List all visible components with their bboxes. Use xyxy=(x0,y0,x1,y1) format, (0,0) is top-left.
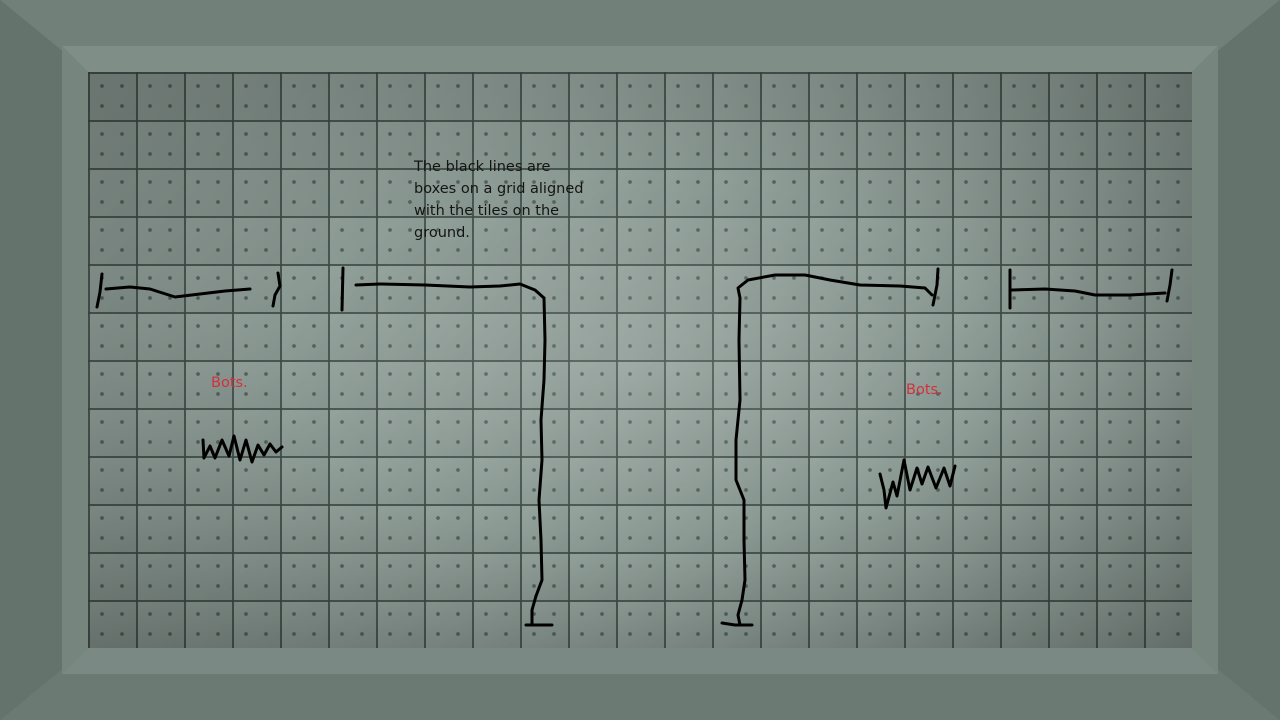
grid-note: The black lines are boxes on a grid alig… xyxy=(414,159,584,241)
tiled-floor xyxy=(88,72,1192,648)
right-wall-trim xyxy=(1192,46,1218,674)
left-wall-trim xyxy=(62,46,88,674)
bottom-wall-trim xyxy=(62,648,1218,674)
box-line-right-t-post xyxy=(931,267,940,307)
box-line-right-horizontal xyxy=(1010,287,1167,297)
bots-label-left: Bots. xyxy=(211,375,248,391)
box-line-left-t-post xyxy=(340,266,345,312)
box-line-left-t-stem xyxy=(530,296,547,627)
box-line-left-horizontal xyxy=(104,285,252,299)
box-line-right-t-foot xyxy=(720,621,754,627)
box-line-right-t-top xyxy=(736,273,934,300)
bots-scribble-right xyxy=(878,458,957,510)
bots-label-right: Bots. xyxy=(906,382,943,398)
top-wall-trim xyxy=(62,46,1218,72)
box-line-right-tick xyxy=(1165,268,1174,303)
box-line-right-t-stem xyxy=(734,296,747,627)
box-line-left-tick xyxy=(271,271,282,308)
box-line-left-t-top xyxy=(354,282,546,300)
bots-scribble-left xyxy=(201,434,284,464)
box-line-left-vertical xyxy=(95,272,104,309)
